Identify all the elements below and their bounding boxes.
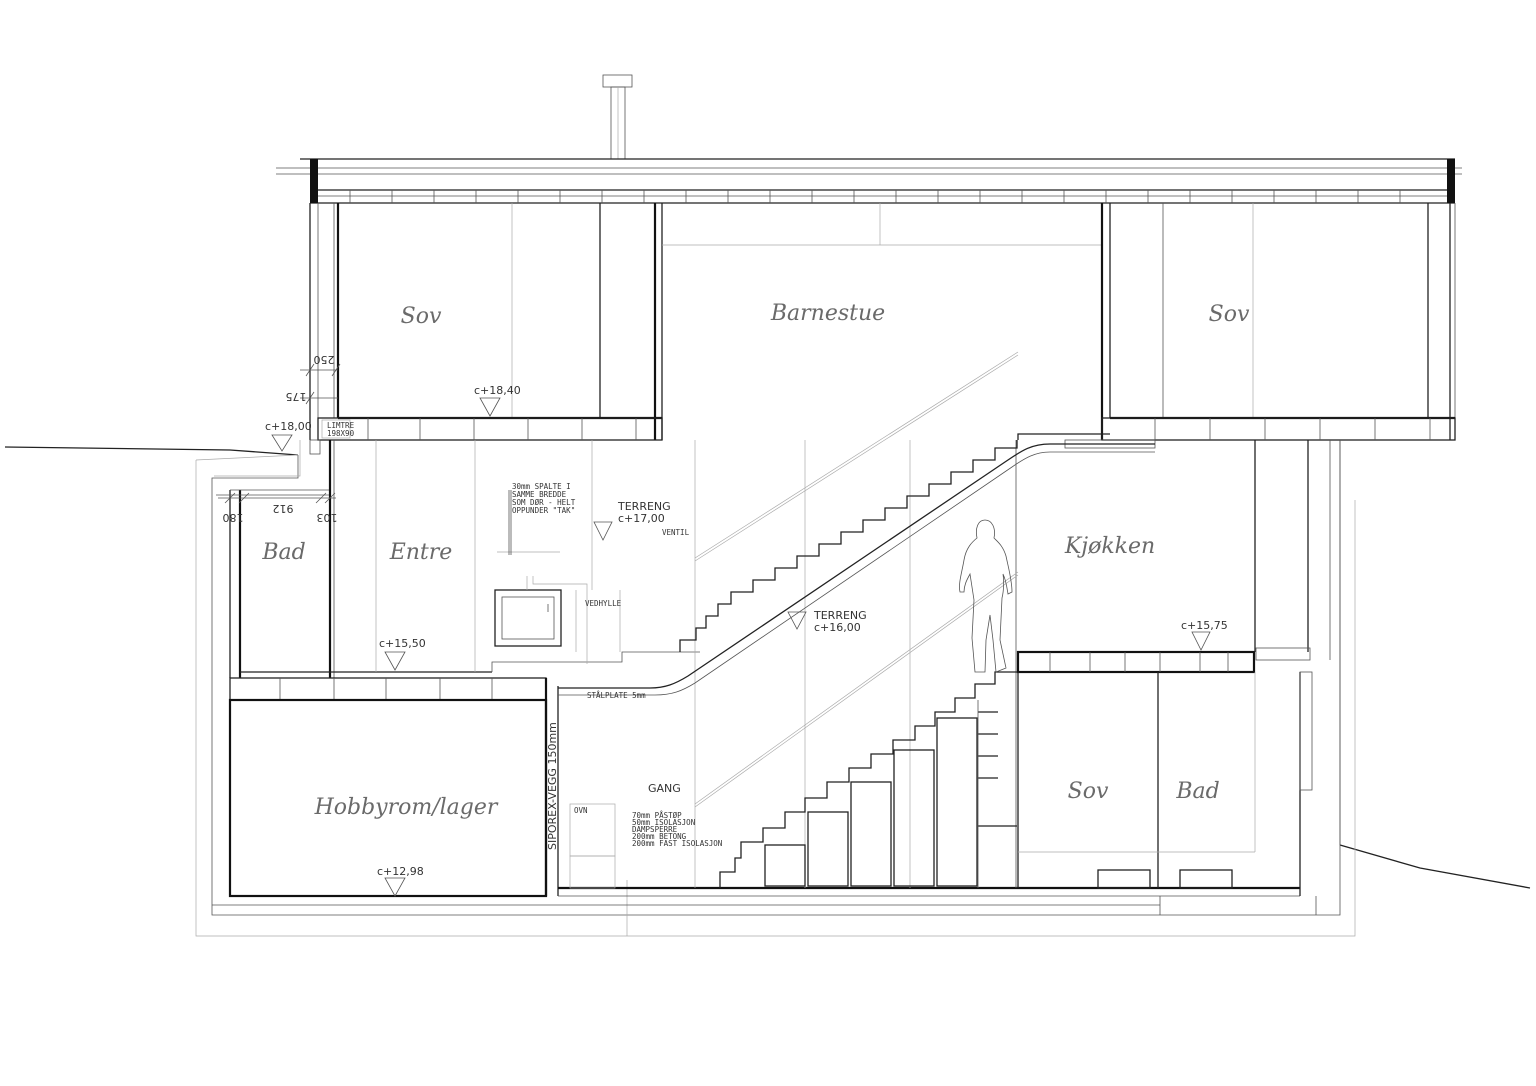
- note-floor-2: 50mm ISOLASJON: [632, 818, 695, 827]
- note-limtre-1: LIMTRE: [327, 421, 355, 430]
- dimension-labels: 250 175 180 912 103: [223, 353, 338, 524]
- terrain-lines: [4, 440, 1531, 889]
- note-ventil: VENTIL: [662, 528, 690, 537]
- level-label-1840: c+18,40: [474, 384, 521, 397]
- note-floor-4: 200mm BETONG: [632, 832, 687, 841]
- upper-stair: [558, 351, 1155, 696]
- dim-250: 250: [314, 353, 335, 366]
- dim-175: 175: [286, 390, 307, 403]
- level-label-1550: c+15,50: [379, 637, 426, 650]
- note-spalte-2: SAMME BREDDE: [512, 490, 567, 499]
- room-labels: Sov Barnestue Sov Bad Entre Kjøkken Hobb…: [261, 301, 1250, 820]
- level-markers: [271, 397, 1211, 897]
- human-figure: [959, 519, 1013, 673]
- note-floor-5: 200mm FAST ISOLASJON: [632, 839, 722, 848]
- terrain-label-lower: TERRENG: [813, 609, 867, 622]
- note-floor-1: 70mm PÅSTØP: [632, 811, 682, 820]
- note-spalte-4: OPPUNDER "TAK": [512, 506, 575, 515]
- upper-floor: [309, 203, 1456, 441]
- note-spalte-3: SOM DØR - HELT: [512, 498, 576, 507]
- level-label-1575: c+15,75: [1181, 619, 1228, 632]
- room-label-bad-upper: Bad: [261, 540, 305, 565]
- room-label-sov-upper-left: Sov: [401, 304, 442, 329]
- note-ovn: OVN: [574, 806, 588, 815]
- dim-180: 180: [223, 511, 244, 524]
- room-label-barnestue: Barnestue: [770, 301, 885, 326]
- level-label-1800: c+18,00: [265, 420, 312, 433]
- note-stalplate: STÅLPLATE 5mm: [587, 691, 646, 700]
- terrain-label-upper: TERRENG: [617, 500, 671, 513]
- room-label-bad-lower: Bad: [1175, 779, 1219, 804]
- level-labels: c+18,40 c+18,00 c+15,50 c+15,75 c+12,98 …: [265, 384, 1228, 878]
- roof: [276, 158, 1462, 204]
- terrain-value-lower: c+16,00: [814, 621, 861, 634]
- note-floor-3: DAMPSPERRE: [632, 825, 678, 834]
- annotations: LIMTRE 198X90 30mm SPALTE I SAMME BREDDE…: [327, 421, 722, 850]
- lower-stair: [694, 571, 1019, 888]
- note-spalte-1: 30mm SPALTE I: [512, 482, 571, 491]
- dim-912: 912: [273, 502, 294, 515]
- note-limtre-2: 198X90: [327, 429, 355, 438]
- room-label-entre: Entre: [389, 540, 453, 565]
- chimney: [602, 74, 633, 160]
- note-siporex: SIPOREX-VEGG 150mm: [546, 722, 559, 850]
- room-label-kjokken: Kjøkken: [1064, 534, 1155, 559]
- room-label-sov-lower: Sov: [1068, 779, 1109, 804]
- terrain-value-upper: c+17,00: [618, 512, 665, 525]
- room-label-sov-upper-right: Sov: [1209, 302, 1250, 327]
- note-vedhylle: VEDHYLLE: [585, 599, 622, 608]
- note-gang: GANG: [648, 782, 681, 795]
- room-label-hobbyrom: Hobbyrom/lager: [314, 795, 499, 820]
- dimension-lines: [218, 363, 351, 504]
- dim-103: 103: [317, 511, 338, 524]
- level-label-1298: c+12,98: [377, 865, 424, 878]
